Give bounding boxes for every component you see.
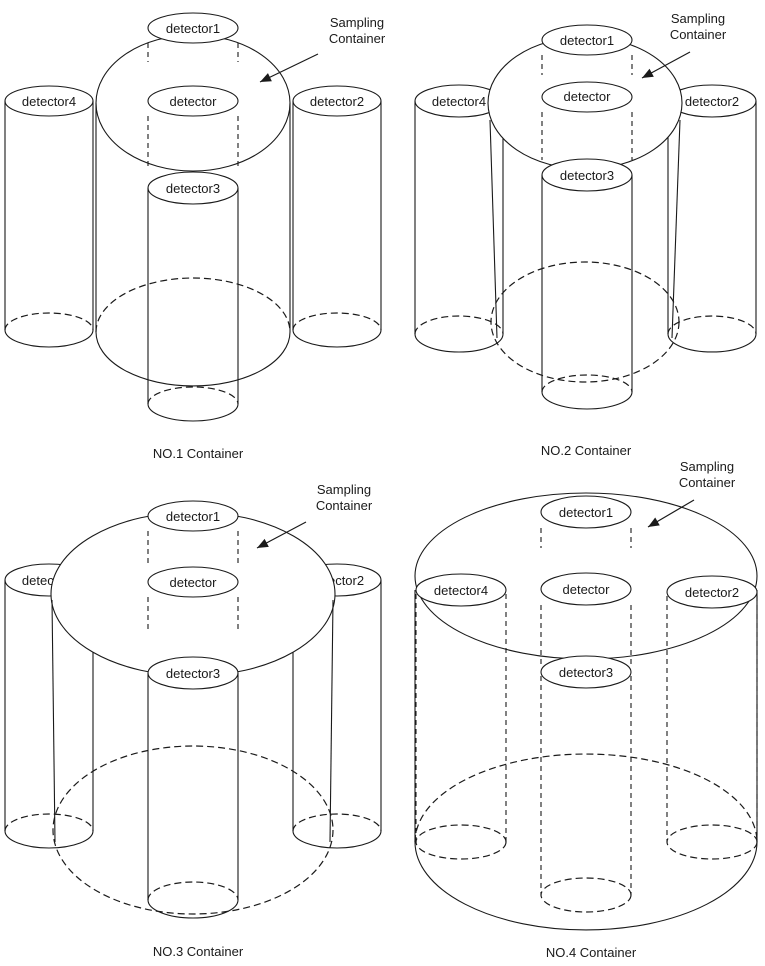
detector-bottom-base — [540, 877, 632, 913]
detector-bottom-label: detector3 — [559, 665, 613, 680]
sampling-container-base-front — [414, 841, 758, 931]
detector-right-cap — [666, 575, 758, 609]
panel-4: detector1 detector4 detector detector2 detec… — [414, 459, 758, 960]
detector-left-base-back — [4, 312, 94, 331]
detector-right-label: detector2 — [685, 94, 739, 109]
panel-1-caption: NO.1 Container — [153, 446, 244, 461]
detector-right-base-front — [667, 333, 757, 353]
detector-right-base — [666, 824, 758, 860]
detector-bottom-label: detector3 — [166, 181, 220, 196]
detector-left-cap — [415, 573, 507, 607]
panel-1: detector4 detector2 detector1 detector detec… — [4, 12, 386, 461]
sampling-container-wall-r — [671, 119, 681, 339]
detector-top-label: detector1 — [166, 21, 220, 36]
detector-left-label: detector4 — [22, 94, 76, 109]
detector-center-label: detector — [564, 89, 612, 104]
detector-bottom-base-back — [147, 881, 239, 901]
detector-right-base-back — [292, 312, 382, 331]
detector-right-base-back — [667, 315, 757, 335]
detector-bottom-base-front — [147, 899, 239, 919]
sampling-container-base — [52, 745, 334, 915]
detector-right-label: detector2 — [310, 94, 364, 109]
detector-center-label: detector — [170, 94, 218, 109]
detector-left-base-back — [414, 315, 504, 335]
detector-top-label: detector1 — [560, 33, 614, 48]
detector-center-label: detector — [170, 575, 218, 590]
detector-left-base-back — [4, 813, 94, 832]
detector-left-base-front — [4, 830, 94, 849]
detector-right-base-back — [292, 813, 382, 832]
detector-bottom-base-back — [147, 386, 239, 405]
detector-bottom-cap — [540, 655, 632, 689]
detector-bottom-base-front — [541, 391, 633, 410]
detector-left-base-front — [414, 333, 504, 353]
detector-top-cap — [147, 12, 239, 44]
panel-3-caption: NO.3 Container — [153, 944, 244, 959]
sampling-container-base-back — [414, 753, 758, 843]
detector-right-base-front — [292, 329, 382, 348]
detector-center-cap — [540, 572, 632, 606]
panel-2-caption: NO.2 Container — [541, 443, 632, 458]
detector-top-cap — [540, 495, 632, 529]
detector-top-cap — [147, 500, 239, 532]
detector-bottom-label: detector3 — [560, 168, 614, 183]
detector-top-cap — [541, 24, 633, 56]
detector-center-label: detector — [563, 582, 611, 597]
panel-4-caption: NO.4 Container — [546, 945, 637, 960]
detector-bottom-base-back — [541, 374, 633, 393]
sampling-container-arrow — [647, 499, 695, 528]
sampling-container-wall-l — [51, 599, 56, 843]
sampling-container-arrow — [256, 521, 307, 549]
detector-top-label: detector1 — [166, 509, 220, 524]
detector-top-label: detector1 — [559, 505, 613, 520]
sampling-container-arrow — [641, 51, 691, 79]
detector-center-cap — [147, 85, 239, 117]
detector-left-label: detector4 — [434, 583, 488, 598]
detector-left-base — [415, 824, 507, 860]
detector-bottom-base-front — [147, 403, 239, 422]
detector-right-label: detector2 — [685, 585, 739, 600]
detector-bottom-label: detector3 — [166, 666, 220, 681]
sampling-container-arrow — [259, 53, 319, 83]
detector-right-base-front — [292, 830, 382, 849]
detector-left-base-front — [4, 329, 94, 348]
detector-left-label: detector4 — [432, 94, 486, 109]
sampling-container-wall-l — [489, 119, 498, 339]
detector-center-cap — [541, 81, 633, 113]
detector-center-cap — [147, 566, 239, 598]
sampling-container-base-front — [95, 331, 291, 387]
sampling-container-wall-r — [329, 599, 334, 843]
sampling-container-base — [490, 261, 680, 383]
sampling-container-base-back — [95, 277, 291, 333]
panel-2: detector4 detector2 detector1 detector detec… — [414, 11, 757, 458]
